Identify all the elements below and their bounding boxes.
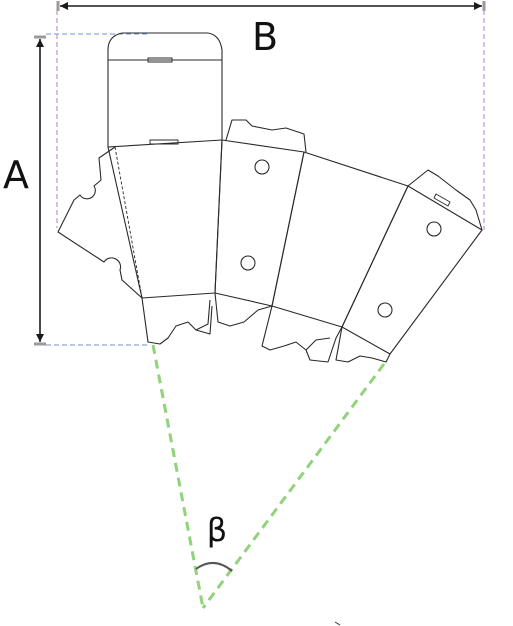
panel-2-hole-top xyxy=(254,159,270,175)
angle-ray-right xyxy=(201,363,386,609)
top-tuck-flap xyxy=(107,32,223,147)
extension-lines xyxy=(46,10,485,346)
panel-1-top-slot xyxy=(149,139,179,145)
dimension-b-arrow-left xyxy=(60,2,68,10)
panel-2-top-flap xyxy=(225,119,307,153)
dimension-b-label: B xyxy=(252,15,278,59)
tuck-flap-slot xyxy=(147,57,173,63)
panel-3 xyxy=(271,151,409,328)
glue-flap-fold-line xyxy=(114,146,143,299)
panel-2-bottom-flap xyxy=(214,292,273,327)
panel-2-hole-bottom xyxy=(240,255,256,271)
panel-4 xyxy=(341,185,483,355)
glue-flap xyxy=(57,146,143,299)
dimension-a-arrow-bottom xyxy=(36,334,44,342)
dimension-a-arrow-top xyxy=(36,39,44,47)
stray-mark xyxy=(334,621,341,626)
panel-1 xyxy=(107,139,223,299)
panel-3-dust-flap xyxy=(305,337,331,351)
panel-4-bottom-flap xyxy=(335,326,391,363)
angle-construction-lines: β xyxy=(151,344,386,609)
angle-ray-left xyxy=(151,344,205,609)
dimension-a-label: A xyxy=(3,153,29,197)
panel-3-bottom-flap xyxy=(261,305,343,363)
panel-4-hole-top xyxy=(426,221,442,237)
dimension-b: B xyxy=(56,1,486,59)
box-dieline xyxy=(57,32,483,363)
panel-4-top-slot xyxy=(433,193,451,207)
panel-4-hole-bottom xyxy=(377,302,393,318)
dimension-b-arrow-right xyxy=(474,2,482,10)
panel-1-dust-flap xyxy=(195,305,213,335)
angle-arc xyxy=(195,562,233,572)
angle-beta-label: β xyxy=(207,511,227,549)
panel-1-bottom-flap xyxy=(141,297,211,345)
panel-4-top-flap xyxy=(407,169,483,231)
dimension-a: A xyxy=(3,35,46,346)
